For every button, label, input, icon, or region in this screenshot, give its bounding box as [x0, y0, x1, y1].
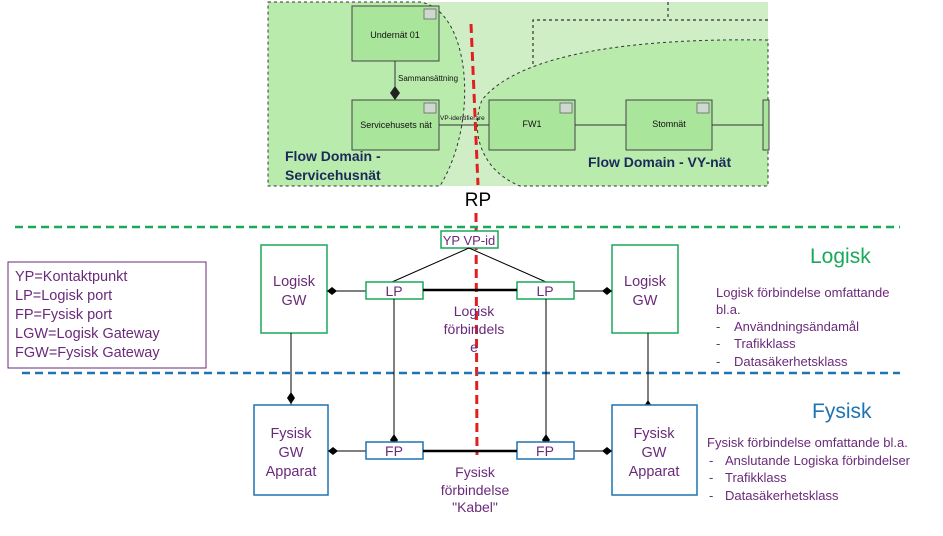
logical-gw-left-label-2: GW: [282, 293, 307, 309]
physical-section-title: Fysisk: [812, 400, 872, 423]
physical-link-label-1: Fysisk: [455, 464, 496, 480]
rp-line-top: [469, 23, 480, 186]
physical-desc-item: Anslutande Logiska förbindelser: [725, 453, 911, 468]
logical-desc-intro-2: bl.a.: [716, 302, 741, 317]
physical-gw-right: [611, 404, 698, 496]
node-icon: [423, 8, 437, 20]
physical-gw-right-label-2: GW: [642, 445, 667, 461]
domain-right-label: Flow Domain - VY-nät: [588, 154, 731, 170]
physical-desc-item: Datasäkerhetsklass: [725, 488, 839, 503]
connector-diamond: [287, 392, 295, 404]
logical-desc-item: Trafikklass: [734, 336, 796, 351]
physical-gw-left: [253, 404, 329, 496]
logical-section-title: Logisk: [810, 245, 871, 268]
domain-left-label-2: Servicehusnät: [285, 167, 381, 183]
edge-sammansattning-label: Sammansättning: [398, 74, 458, 83]
fp-right-label: FP: [536, 443, 554, 459]
logical-gw-right: [611, 244, 679, 334]
legend-item: YP=Kontaktpunkt: [15, 269, 127, 285]
composition-diamond: [390, 86, 400, 100]
physical-desc-item: Trafikklass: [725, 470, 787, 485]
logical-gw-left: [260, 244, 328, 334]
physical-desc-intro: Fysisk förbindelse omfattande bl.a.: [707, 435, 908, 450]
logical-desc-item: Användningsändamål: [734, 319, 859, 334]
logical-link-label-1: Logisk: [454, 303, 495, 319]
yp-connector-right: [468, 247, 547, 283]
yp-connector-left: [391, 247, 470, 283]
rp-label: RP: [465, 190, 491, 211]
yp-vp-id-label: YP VP-id: [443, 233, 496, 248]
domain-left-label-1: Flow Domain -: [285, 148, 381, 164]
connector-diamond: [602, 447, 612, 455]
bullet-dash: -: [716, 336, 720, 351]
node-undernat-label: Undernät 01: [370, 30, 420, 40]
connector-diamond: [328, 447, 338, 455]
logical-gw-right-label-1: Logisk: [624, 274, 667, 290]
bullet-dash: -: [716, 319, 720, 334]
physical-gw-left-label-3: Apparat: [266, 464, 317, 480]
node-servicehusets-label: Servicehusets nät: [360, 120, 432, 130]
flow-domain-panel: Undernät 01 Sammansättning Servicehusets…: [267, 1, 770, 187]
logical-link-label-2: förbindels: [444, 321, 505, 337]
connector-diamond: [327, 287, 337, 295]
logical-link-label-3: e: [470, 339, 478, 355]
bullet-dash: -: [709, 488, 713, 503]
bullet-dash: -: [716, 354, 720, 369]
physical-link-label-2: förbindelse: [441, 482, 510, 498]
rp-line-bottom: [474, 212, 479, 456]
node-icon: [559, 102, 573, 114]
physical-link-label-3: "Kabel": [452, 499, 498, 515]
bullet-dash: -: [709, 470, 713, 485]
edge-vp-label: VP-identifierare: [440, 115, 485, 122]
legend-item: LP=Logisk port: [15, 288, 112, 304]
physical-gw-left-label-1: Fysisk: [270, 426, 312, 442]
logical-gw-right-label-2: GW: [633, 293, 658, 309]
connector-diamond: [602, 287, 612, 295]
lp-left-label: LP: [385, 283, 402, 299]
logical-layer: YP VP-id Logisk GW Logisk GW LP LP Logis…: [260, 230, 889, 369]
node-stomnat-label: Stomnät: [652, 119, 686, 129]
physical-gw-right-label-1: Fysisk: [633, 426, 675, 442]
legend-item: LGW=Logisk Gateway: [15, 326, 160, 342]
node-icon: [423, 102, 437, 114]
legend-item: FGW=Fysisk Gateway: [15, 345, 160, 361]
bullet-dash: -: [709, 453, 713, 468]
legend-box: [7, 261, 207, 369]
logical-desc-item: Datasäkerhetsklass: [734, 354, 848, 369]
fp-left-label: FP: [385, 443, 403, 459]
physical-gw-right-label-3: Apparat: [629, 464, 680, 480]
legend-item: FP=Fysisk port: [15, 307, 112, 323]
node-icon: [696, 102, 710, 114]
physical-layer: Fysisk GW Apparat Fysisk GW Apparat FP F…: [253, 400, 911, 515]
lp-right-label: LP: [536, 283, 553, 299]
node-fw1-label: FW1: [523, 119, 542, 129]
legend: YP=Kontaktpunkt LP=Logisk port FP=Fysisk…: [7, 261, 207, 369]
physical-gw-left-label-2: GW: [279, 445, 304, 461]
logical-gw-left-label-1: Logisk: [273, 274, 316, 290]
node-partial: [762, 99, 770, 151]
logical-desc-intro-1: Logisk förbindelse omfattande: [716, 285, 889, 300]
